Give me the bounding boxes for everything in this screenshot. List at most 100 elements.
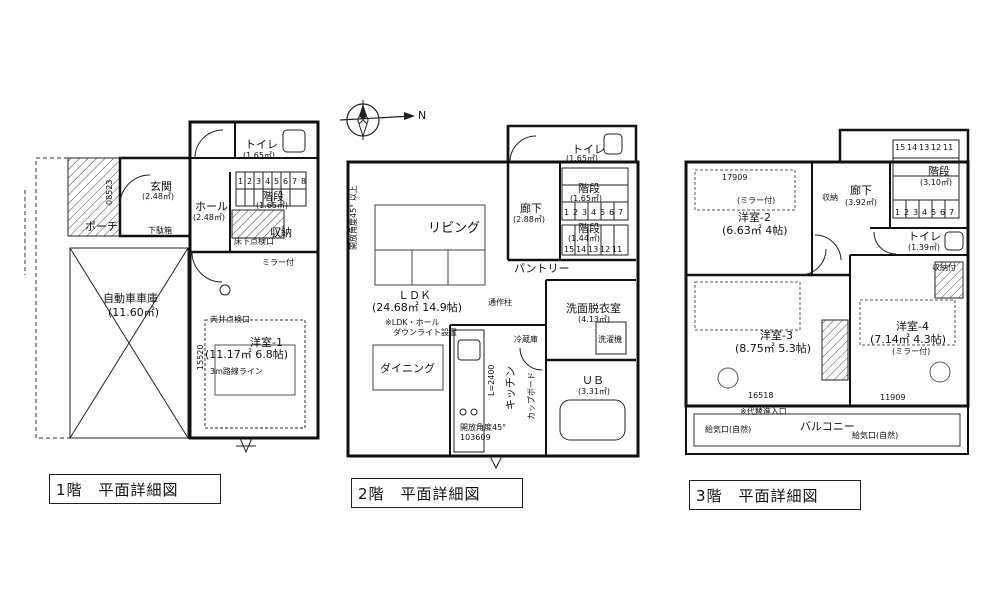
f1-hall-area: (2.48㎡) (193, 213, 225, 222)
f3-stair-number: 6 (940, 208, 945, 217)
f2-fridge-label: 冷蔵庫 (514, 334, 538, 344)
f1-stair-number: 5 (274, 177, 279, 186)
f2-ldk-area: (24.68㎡ 14.9帖) (372, 301, 462, 314)
f2-stair-number: 14 (576, 245, 586, 254)
f1-storage-note: 床下点検口 (234, 236, 274, 246)
f3-stair-number: 5 (931, 208, 936, 217)
f1-ceiling-hatch: 天井点検口 (210, 314, 250, 324)
f3-bed2-label: 洋室-2 (738, 210, 771, 224)
f3-stair-number: 7 (949, 208, 954, 217)
f3-stairs-area: (3.10㎡) (920, 178, 952, 187)
f3-stair-number: 13 (919, 143, 929, 152)
washer (595, 321, 627, 355)
f2-stair-number: 15 (564, 245, 574, 254)
f1-stair-number: 8 (301, 177, 306, 186)
f2-stairs-a-area: (1.65㎡) (570, 194, 602, 203)
f2-dining-label: ダイニング (380, 361, 435, 375)
f2-window-note: 開放角度45° (460, 422, 506, 432)
f1-stair-number: 3 (256, 177, 261, 186)
f3-toilet-label: トイレ (908, 230, 941, 243)
f3-stair-number: 4 (922, 208, 927, 217)
f3-toilet-area: (1.39㎡) (908, 243, 940, 252)
f1-stair-number: 7 (292, 177, 297, 186)
f1-stair-number: 1 (238, 177, 243, 186)
f2-toilet-area: (1.65㎡) (566, 154, 598, 163)
f2-stairs-b-label: 階段 (578, 221, 600, 235)
f3-hall-area: (3.92㎡) (845, 198, 877, 207)
floor1-toilet-fixture (282, 129, 306, 153)
f2-stairs-a-label: 階段 (578, 181, 600, 195)
f3-stair-number: 15 (895, 143, 905, 152)
f1-toilet-label: トイレ (245, 138, 278, 151)
f3-bed2-area: (6.63㎡ 4帖) (722, 224, 788, 237)
f1-shoebox-label: 下駄箱 (148, 225, 172, 235)
compass-north-label: N (418, 109, 426, 122)
f2-cupboard-label: カップボード (527, 372, 536, 420)
f3-closet2-label: 収納 (822, 192, 838, 202)
f2-toilet-label: トイレ (572, 143, 605, 156)
f1-storage-label: 収納 (270, 226, 292, 239)
f2-pillar-label: 通作柱 (488, 297, 512, 307)
f3-stair-number: 3 (913, 208, 918, 217)
f2-ldk-note-1: ※LDK・ホール (385, 318, 440, 327)
f3-bed4-label: 洋室-4 (896, 319, 929, 333)
f3-hall-label: 廊下 (850, 183, 872, 197)
f3-stair-number: 14 (907, 143, 917, 152)
floor3-title: 3階 平面詳細図 (689, 480, 861, 510)
f3-closet-label: 収納付 (932, 262, 956, 272)
f1-entrance-label: 玄関 (150, 179, 172, 193)
storage-area (231, 209, 285, 239)
f2-stair-number: 12 (600, 245, 610, 254)
compass-icon: N (339, 100, 426, 140)
f2-stair-number: 2 (573, 208, 578, 217)
f1-stairs-label: 階段 (262, 189, 284, 203)
f2-washroom-label: 洗面脱衣室 (566, 301, 621, 315)
floor1-outer-wall (188, 120, 320, 440)
f2-stairs-b-area: (1.44㎡) (568, 234, 600, 243)
f2-stair-number: 11 (612, 245, 622, 254)
f1-dim-2: 15520 (196, 345, 205, 370)
f1-bedroom-area: (11.17㎡ 6.8帖) (205, 348, 288, 361)
f3-stair-number: 12 (931, 143, 941, 152)
f2-dim-1: 103609 (460, 433, 491, 442)
f1-hall-label: ホール (195, 200, 228, 213)
f2-stair-number: 3 (582, 208, 587, 217)
f3-stair-number: 1 (895, 208, 900, 217)
f3-bed4-area: (7.14㎡ 4.3帖) (870, 333, 946, 346)
kitchen-counter (453, 329, 485, 453)
f1-wiring-label: 3m路線ライン (210, 366, 263, 376)
f1-garage-area: (11.60㎡) (108, 306, 159, 319)
f1-dim-1: 08523 (105, 180, 114, 205)
floor1-title: 1階 平面詳細図 (49, 474, 221, 504)
f2-pantry-label: パントリー (514, 262, 570, 275)
f2-living-label: リビング (428, 221, 480, 236)
f2-bath-area: (3.31㎡) (578, 387, 610, 396)
floor2-stairs (561, 167, 629, 256)
f2-bath-label: ＵＢ (582, 374, 604, 387)
f2-ldk-note-2: ダウンライト設置 (393, 327, 457, 337)
f1-mirror-label: ミラー付 (262, 257, 294, 267)
f1-stair-number: 6 (283, 177, 288, 186)
f2-stair-number: 7 (618, 208, 623, 217)
f2-hall-area: (2.88㎡) (513, 215, 545, 224)
f1-toilet-area: (1.65㎡) (243, 151, 275, 160)
f2-hall-label: 廊下 (520, 201, 542, 215)
floor2-plan: トイレ (1.65㎡) 階段 (1.65㎡) 階段 (1.44㎡) 廊下 (2.… (346, 124, 640, 470)
f3-bed4-mirror: (ミラー付) (892, 346, 930, 356)
balcony-area (685, 405, 969, 455)
f2-stair-number: 5 (600, 208, 605, 217)
f3-balcony-label: バルコニー (800, 420, 855, 433)
f3-dim-2: 11909 (880, 393, 905, 402)
f1-stair-number: 2 (247, 177, 252, 186)
f3-stair-number: 11 (943, 143, 953, 152)
f3-access-label: ※代替進入口 (740, 406, 787, 416)
f2-washroom-area: (4.13㎡) (578, 315, 610, 324)
dining-table (372, 344, 444, 391)
f2-washer-label: 洗濯機 (598, 334, 622, 344)
f3-bed3-label: 洋室-3 (760, 328, 793, 342)
f2-stair-number: 13 (588, 245, 598, 254)
f3-vent2-label: 給気口(自然) (852, 430, 898, 440)
f3-bed2-dim: 17909 (722, 173, 747, 182)
f3-stairs-label: 階段 (928, 164, 950, 178)
